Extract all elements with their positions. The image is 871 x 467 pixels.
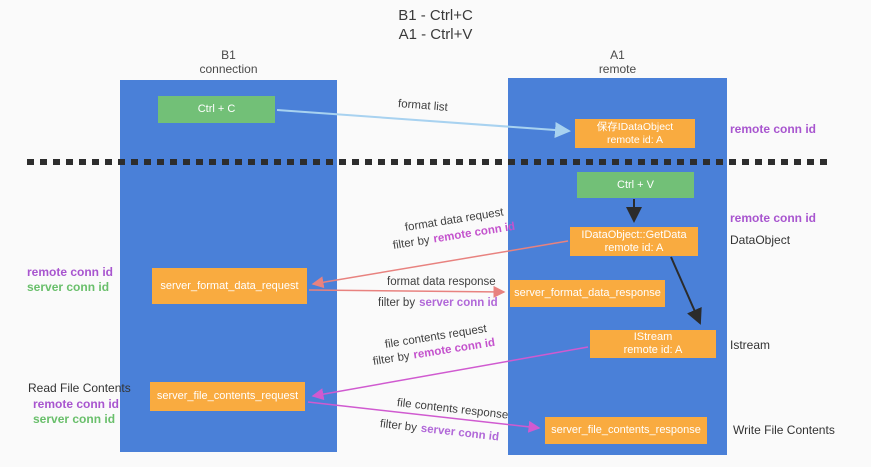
dashed-separator <box>27 159 833 165</box>
lane-a1-name: A1 <box>610 48 625 62</box>
filter-by-text: filter by <box>378 297 416 309</box>
node-istream: IStream remote id: A <box>590 330 716 358</box>
label-remote-conn-id-left-bottom: remote conn id <box>33 397 120 411</box>
label-read-file-contents: Read File Contents <box>28 381 131 395</box>
label-file-contents-response: file contents response <box>396 397 509 422</box>
title-line-1: B1 - Ctrl+C <box>398 7 473 24</box>
label-format-list: format list <box>397 98 449 114</box>
save-idataobject-line2: remote id: A <box>606 133 664 146</box>
label-server-conn-id-left-bottom: server conn id <box>33 412 116 426</box>
getdata-line2: remote id: A <box>604 241 664 254</box>
title-line-2: A1 - Ctrl+V <box>398 26 473 43</box>
lane-header-a1: A1 remote <box>508 48 727 76</box>
label-remote-conn-id-top-right: remote conn id <box>730 122 817 136</box>
save-idataobject-line1: 保存IDataObject <box>596 120 674 133</box>
label-remote-conn-id-mid-right: remote conn id <box>730 211 817 225</box>
node-server-format-data-response: server_format_data_response <box>510 280 665 307</box>
node-server-format-data-request: server_format_data_request <box>152 268 307 304</box>
istream-line1: IStream <box>633 331 673 343</box>
server-file-contents-response-label: server_file_contents_response <box>551 424 701 436</box>
node-save-idataobject: 保存IDataObject remote id: A <box>575 119 695 148</box>
server-conn-id-key: server conn id <box>420 422 500 444</box>
lane-b1-name: B1 <box>221 48 236 62</box>
node-ctrl-v: Ctrl + V <box>577 172 694 198</box>
ctrl-v-label: Ctrl + V <box>617 178 654 191</box>
label-istream: Istream <box>730 338 771 352</box>
istream-line2: remote id: A <box>623 344 683 356</box>
server-format-data-request-label: server_format_data_request <box>160 279 299 292</box>
server-format-data-response-label: server_format_data_response <box>514 287 661 299</box>
label-remote-conn-id-left-mid: remote conn id <box>27 265 114 279</box>
label-format-data-response: format data response <box>387 276 496 288</box>
label-filter-server-2: filter by server conn id <box>379 418 499 443</box>
label-dataobject: DataObject <box>730 233 791 247</box>
filter-by-text: filter by <box>372 350 411 368</box>
label-write-file-contents: Write File Contents <box>733 423 835 437</box>
node-server-file-contents-response: server_file_contents_response <box>545 417 707 444</box>
format-data-response-arrow <box>308 285 506 298</box>
lane-a1-role: remote <box>598 62 637 76</box>
lane-b1-role: connection <box>199 62 258 76</box>
label-filter-server-1: filter by server conn id <box>378 297 498 309</box>
node-idataobject-getdata: IDataObject::GetData remote id: A <box>570 227 698 256</box>
filter-by-text: filter by <box>392 234 431 252</box>
server-file-contents-request-label: server_file_contents_request <box>156 390 299 402</box>
server-conn-id-key: server conn id <box>419 297 498 309</box>
diagram-title: B1 - Ctrl+C A1 - Ctrl+V <box>0 6 871 44</box>
lane-header-b1: B1 connection <box>120 48 337 76</box>
filter-by-text: filter by <box>379 418 418 435</box>
node-ctrl-c: Ctrl + C <box>158 96 275 123</box>
node-server-file-contents-request: server_file_contents_request <box>150 382 305 411</box>
getdata-line1: IDataObject::GetData <box>581 228 687 241</box>
label-server-conn-id-left-mid: server conn id <box>27 280 110 294</box>
ctrl-c-label: Ctrl + C <box>197 103 236 115</box>
